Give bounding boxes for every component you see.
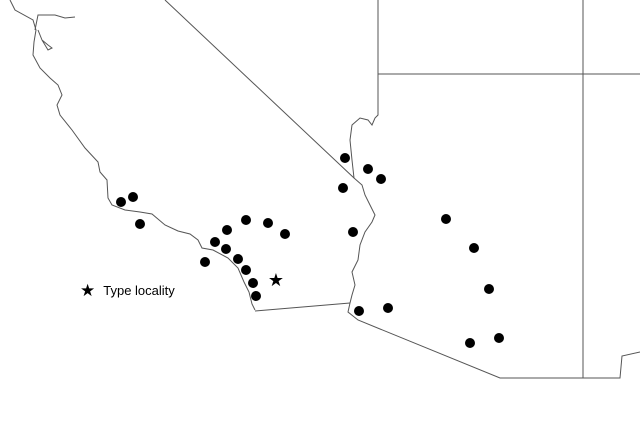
arizona-mexico-border [347, 302, 583, 379]
locality-dot [233, 254, 243, 264]
locality-dot [376, 174, 386, 184]
locality-dot [441, 214, 451, 224]
type-locality-star: ★ [268, 270, 284, 291]
locality-dot [469, 243, 479, 253]
type-locality-star-icon: ★ [80, 281, 96, 300]
map-legend: ★ Type locality [80, 282, 175, 299]
locality-dot [280, 229, 290, 239]
california-coastline [9, 0, 256, 311]
locality-dot [116, 197, 126, 207]
locality-dot [210, 237, 220, 247]
locality-dot [135, 219, 145, 229]
locality-dot [128, 192, 138, 202]
locality-dot [494, 333, 504, 343]
locality-dot [241, 215, 251, 225]
legend-label: Type locality [103, 283, 175, 298]
locality-dot [222, 225, 232, 235]
locality-dot [348, 227, 358, 237]
locality-dot [354, 306, 364, 316]
locality-dot [248, 278, 258, 288]
locality-dot [338, 183, 348, 193]
locality-dot [383, 303, 393, 313]
locality-dot [363, 164, 373, 174]
locality-dot [484, 284, 494, 294]
locality-dot [241, 265, 251, 275]
new-mexico-mexico-border [583, 351, 640, 379]
california-arizona-border [349, 0, 379, 304]
locality-dot [263, 218, 273, 228]
locality-dot [465, 338, 475, 348]
locality-dot [251, 291, 261, 301]
locality-dot [221, 244, 231, 254]
locality-dot [340, 153, 350, 163]
sf-bay [34, 14, 76, 51]
california-mexico-border [254, 302, 351, 312]
california-nevada-border [164, 0, 355, 179]
locality-dot [200, 257, 210, 267]
